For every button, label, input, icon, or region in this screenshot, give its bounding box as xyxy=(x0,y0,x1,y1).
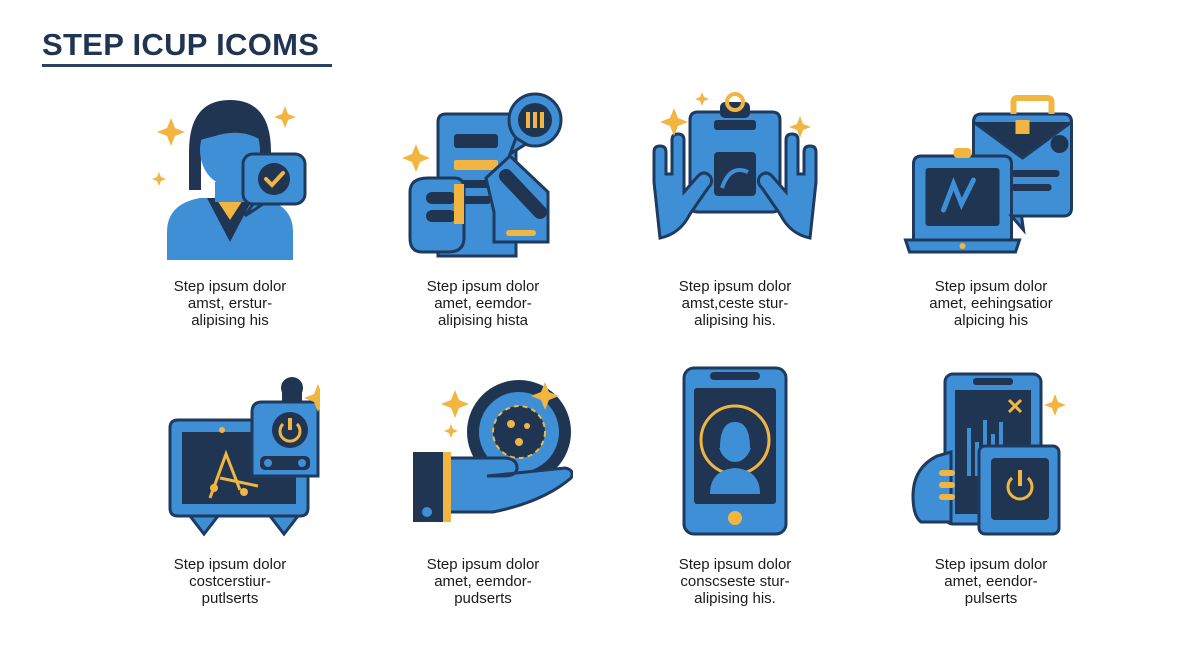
icon-caption-6: Step ipsum dolor amet, eemdor- pudserts xyxy=(426,556,540,607)
icon-card-7: Step ipsum dolor conscseste stur- alipis… xyxy=(610,366,860,616)
page-title: STEP ICUP ICOMS xyxy=(42,27,320,62)
icon-card-6: Step ipsum dolor amet, eemdor- pudserts xyxy=(358,372,608,622)
icon-card-5: Step ipsum dolor costcerstiur- putlserts xyxy=(105,372,355,622)
icon-card-3: Step ipsum dolor amst,ceste stur- alipis… xyxy=(610,92,860,342)
icon-caption-4: Step ipsum dolor amet, eehingsatior alpi… xyxy=(929,278,1053,329)
icon-card-1: Step ipsum dolor amst, erstur- alipising… xyxy=(105,92,355,342)
title-underline xyxy=(42,64,332,67)
icon-card-4: Step ipsum dolor amet, eehingsatior alpi… xyxy=(866,92,1116,342)
icon-caption-8: Step ipsum dolor amet, eendor- pulserts xyxy=(934,556,1048,607)
hand-globe-icon xyxy=(413,380,573,522)
robot-arm-document-icon xyxy=(402,92,563,258)
icon-caption-7: Step ipsum dolor conscseste stur- alipis… xyxy=(678,556,792,607)
icon-caption-5: Step ipsum dolor costcerstiur- putlserts xyxy=(173,556,287,607)
icon-caption-3: Step ipsum dolor amst,ceste stur- alipis… xyxy=(678,278,792,329)
laptop-briefcase-icon xyxy=(903,95,1073,254)
icon-card-8: Step ipsum dolor amet, eendor- pulserts xyxy=(866,372,1116,622)
smartphone-face-icon xyxy=(682,366,788,536)
woman-checkmark-icon xyxy=(152,100,307,260)
monitor-power-icon xyxy=(168,377,320,537)
tablet-power-icon xyxy=(911,372,1066,536)
icon-card-2: Step ipsum dolor amet, eemdor- alipising… xyxy=(358,92,608,342)
icon-caption-1: Step ipsum dolor amst, erstur- alipising… xyxy=(173,278,287,329)
hands-clipboard-icon xyxy=(652,92,818,240)
icon-caption-2: Step ipsum dolor amet, eemdor- alipising… xyxy=(426,278,540,329)
